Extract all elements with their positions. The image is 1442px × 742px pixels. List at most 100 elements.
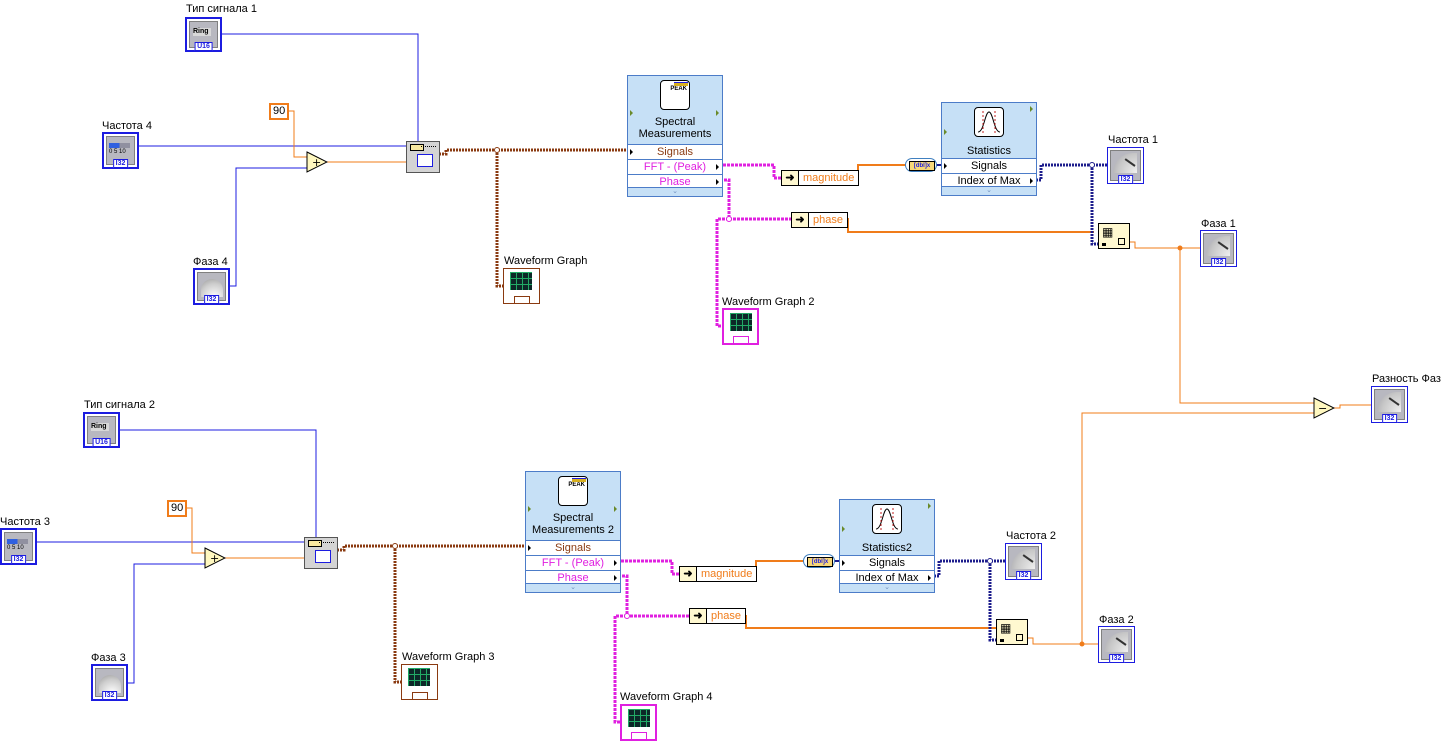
expand-chevron-icon[interactable]: ⌄ [628, 187, 722, 196]
array-grid-icon: ▦ [1000, 621, 1012, 635]
phase-3-control[interactable]: I32 [91, 664, 128, 701]
row-index-of-max[interactable]: Index of Max [942, 173, 1036, 188]
row-phase[interactable]: Phase [526, 570, 620, 585]
expand-chevron-icon[interactable]: ⌄ [840, 583, 934, 592]
signal-icon-header [410, 144, 424, 151]
wire-junction [1177, 245, 1183, 251]
waveform-graph-2-terminal[interactable] [722, 308, 759, 345]
arrow-icon: ➜ [690, 609, 707, 623]
output-arrow-icon [716, 164, 719, 170]
wire-waveform-top [439, 148, 627, 156]
square [1016, 634, 1023, 641]
array-grid-icon: ▦ [1102, 225, 1114, 239]
dtype-tag: I32 [1117, 175, 1134, 184]
phase-1-indicator[interactable]: I32 [1200, 230, 1237, 267]
wire-fft-peak-top [723, 163, 781, 180]
freq-2-indicator[interactable]: I32 [1005, 543, 1042, 580]
constant-90-bottom[interactable]: 90 [167, 500, 188, 517]
phase-2-label: Фаза 2 [1099, 614, 1134, 626]
simulate-signal-node-top[interactable] [406, 141, 440, 173]
dtype-tag: I32 [101, 691, 118, 700]
dynamic-data-converter-top[interactable]: [dbl]x [905, 158, 937, 172]
row-signals[interactable]: Signals [840, 555, 934, 570]
signal-icon-dots [319, 542, 334, 543]
wire-to-subtract-b [1081, 412, 1314, 644]
wire-magnitude-top [853, 164, 906, 178]
freq-1-label: Частота 1 [1108, 134, 1158, 146]
freq-3-control[interactable]: 0 5 10 I32 [0, 528, 37, 565]
freq-1-indicator[interactable]: I32 [1107, 147, 1144, 184]
wire-junction [1079, 641, 1085, 647]
add-node-bottom[interactable]: + [204, 547, 226, 569]
input-arrow-icon [944, 129, 947, 135]
signal-type-1-control[interactable]: Ring U16 [185, 17, 222, 52]
row-label: FFT - (Peak) [643, 161, 707, 173]
add-node-top[interactable]: + [306, 151, 328, 173]
simulate-signal-node-bottom[interactable] [304, 537, 338, 569]
wire-to-subtract-a [1179, 248, 1314, 404]
title-line-2: Measurements [638, 128, 712, 140]
row-index-of-max[interactable]: Index of Max [840, 570, 934, 585]
waveform-graph-3-terminal[interactable] [401, 664, 438, 700]
unbundle-phase-top[interactable]: ➜phase [791, 212, 848, 228]
phase-diff-indicator[interactable]: I32 [1371, 386, 1408, 423]
peak-spectrum-icon: PEAK [660, 80, 690, 110]
graph-icon [730, 313, 752, 331]
wire-junction [726, 216, 732, 222]
converter-label: [dbl]x [807, 557, 833, 567]
signal-type-2-control[interactable]: Ring U16 [83, 412, 120, 448]
unbundle-label: phase [711, 610, 741, 622]
unbundle-phase-bottom[interactable]: ➜ phase [689, 608, 746, 624]
expand-chevron-icon[interactable]: ⌄ [526, 583, 620, 592]
waveform-graph-1-label: Waveform Graph [504, 255, 588, 267]
signal-icon-header [308, 540, 322, 547]
row-signals[interactable]: Signals [526, 540, 620, 555]
waveform-graph-3-label: Waveform Graph 3 [402, 651, 495, 663]
dtype-tag: U16 [194, 42, 213, 51]
slider-icon [109, 143, 130, 148]
row-signals[interactable]: Signals [942, 158, 1036, 173]
waveform-graph-1-terminal[interactable] [503, 268, 540, 304]
dtype-tag: U16 [92, 438, 111, 447]
wire-phase-out-bottom [622, 574, 689, 618]
wire-index-to-build-top [1090, 165, 1100, 246]
dtype-tag: I32 [1015, 571, 1032, 580]
unbundle-magnitude-top[interactable]: ➜magnitude [781, 170, 860, 186]
expand-chevron-icon[interactable]: ⌄ [942, 186, 1036, 195]
row-fft-peak[interactable]: FFT - (Peak) [628, 159, 722, 174]
unbundle-magnitude-bottom[interactable]: ➜magnitude [679, 566, 758, 582]
cluster-tag [630, 732, 647, 740]
wire-fft-peak-bottom [621, 559, 679, 576]
graph-icon [408, 668, 430, 686]
phase-2-indicator[interactable]: I32 [1098, 626, 1135, 663]
row-phase[interactable]: Phase [628, 174, 722, 189]
row-signals[interactable]: Signals [628, 144, 722, 159]
meter-icon [1206, 236, 1230, 256]
waveform-graph-4-terminal[interactable] [620, 704, 657, 741]
wire-signal-type-2 [120, 429, 317, 540]
dynamic-data-converter-bottom[interactable]: [dbl]x [803, 554, 835, 568]
subtract-node[interactable]: − [1313, 397, 1335, 419]
phase-4-control[interactable]: I32 [193, 268, 230, 305]
constant-90-top[interactable]: 90 [269, 103, 290, 120]
build-array-top[interactable]: ▦ [1098, 223, 1130, 249]
row-fft-peak[interactable]: FFT - (Peak) [526, 555, 620, 570]
wire-index-to-build-bottom [988, 561, 998, 642]
freq-4-control[interactable]: 0 5 10 I32 [102, 132, 139, 169]
row-label: Signals [868, 557, 906, 569]
build-array-bottom[interactable]: ▦ [996, 619, 1028, 645]
ring-text: Ring [91, 423, 109, 431]
row-label: FFT - (Peak) [541, 557, 605, 569]
unbundle-label: phase [813, 214, 843, 226]
knob-icon [201, 279, 223, 297]
needle [1022, 554, 1034, 563]
statistics-2-node[interactable]: Statistics2 Signals Index of Max ⌄ [839, 499, 935, 593]
row-label: Signals [554, 542, 592, 554]
statistics-node[interactable]: Statistics Signals Index of Max ⌄ [941, 102, 1037, 196]
row-label: Phase [557, 572, 589, 584]
wire-graph-4 [613, 614, 627, 724]
